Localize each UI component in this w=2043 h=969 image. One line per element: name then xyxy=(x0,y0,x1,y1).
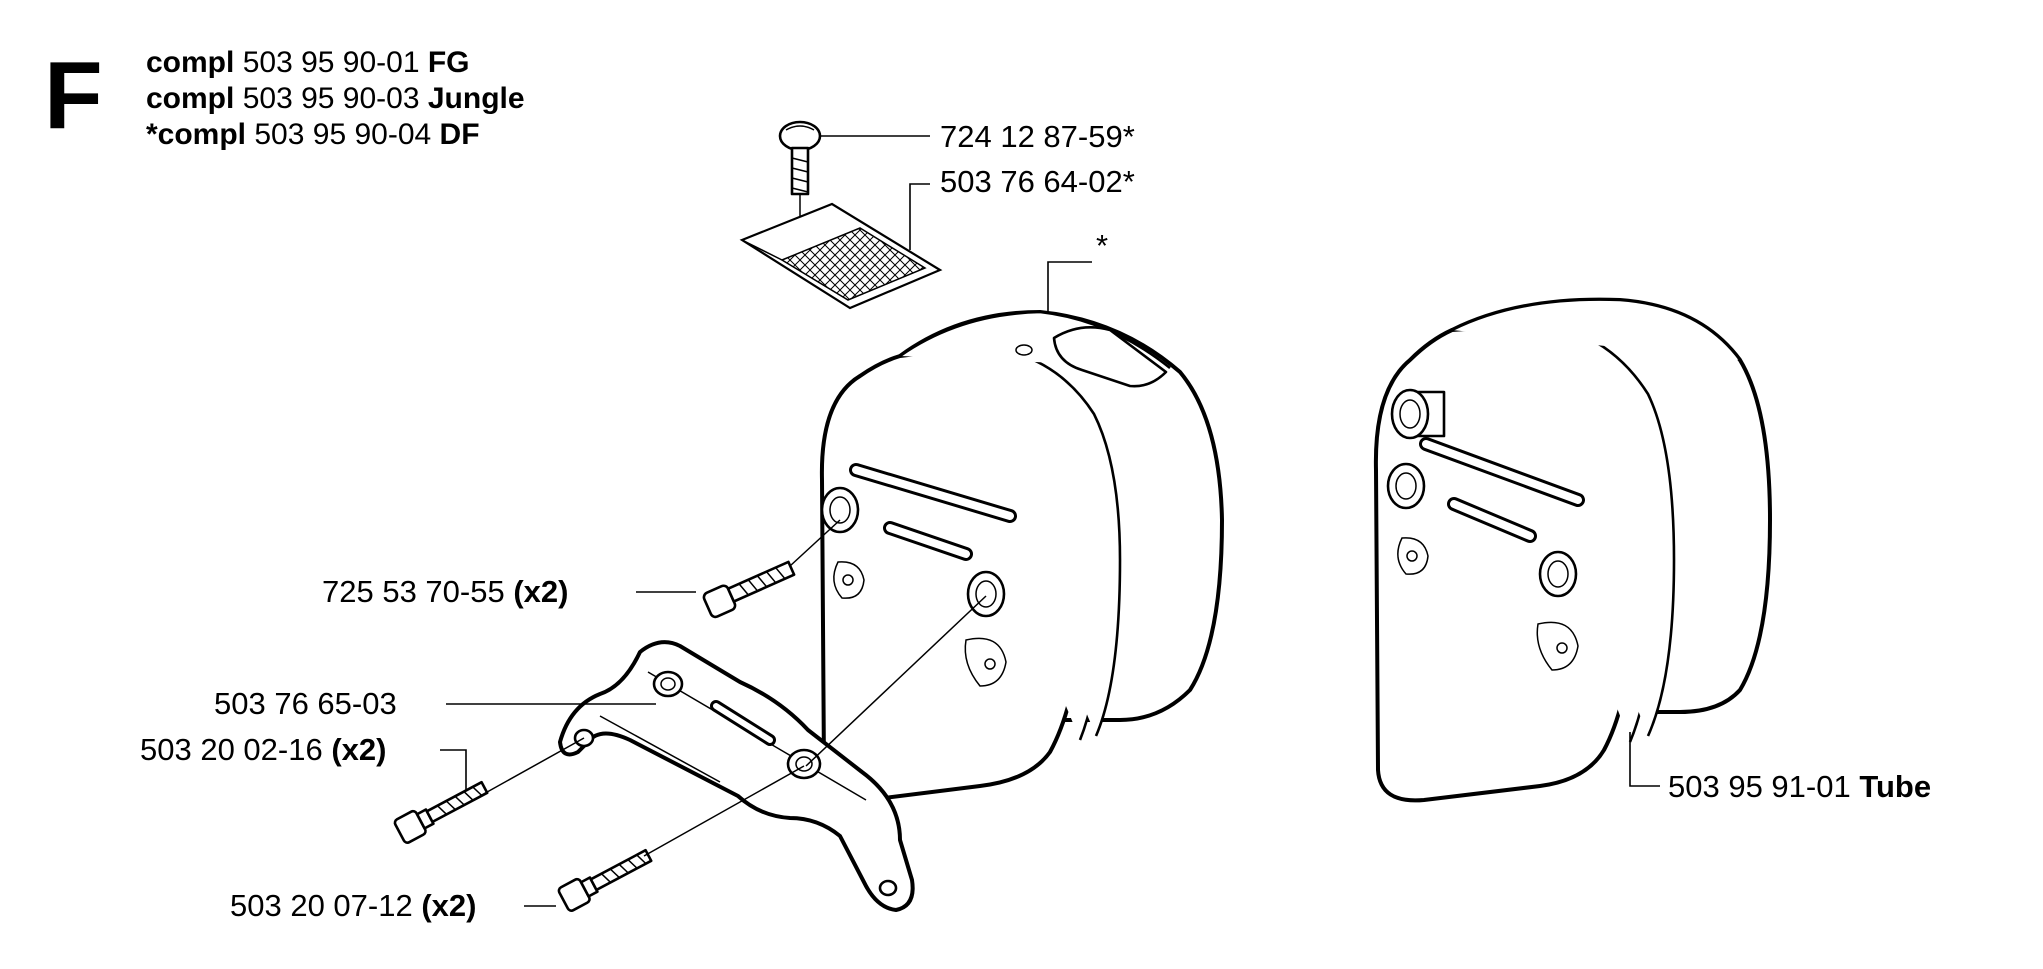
spark-screen-drawing xyxy=(739,202,943,310)
muffler-main-drawing xyxy=(819,310,1224,803)
section-letter: F xyxy=(44,42,103,149)
leader-spark-screen xyxy=(909,183,930,250)
muffler-tube-drawing xyxy=(1373,297,1772,803)
bolt-lower-drawing xyxy=(557,848,653,912)
screw-muffler-drawing xyxy=(702,560,796,619)
label-bolt-upper: 503 20 02-16 (x2) xyxy=(140,732,386,767)
leader-screw-path xyxy=(789,519,841,567)
leader-bolt-upper-path xyxy=(479,737,585,797)
label-screw-top: 724 12 87-59* xyxy=(940,119,1135,154)
label-spark-screen: 503 76 64-02* xyxy=(940,164,1135,199)
label-bracket: 503 76 65-03 xyxy=(214,686,397,721)
header-line-3: *compl 503 95 90-04 DF xyxy=(146,118,480,151)
bolt-upper-drawing xyxy=(393,780,489,844)
leader-bracket-to-muffler xyxy=(805,595,987,767)
leader-muffler-tube xyxy=(1629,732,1660,787)
label-muffler-tube: 503 95 91-01 Tube xyxy=(1668,769,1931,804)
label-screw-muffler: 725 53 70-55 (x2) xyxy=(322,574,568,609)
label-bolt-lower: 503 20 07-12 (x2) xyxy=(230,888,476,923)
header-line-2: compl 503 95 90-03 Jungle xyxy=(146,82,525,115)
label-asterisk: * xyxy=(1096,228,1108,263)
leader-bolt-upper xyxy=(440,749,467,790)
header-line-1: compl 503 95 90-01 FG xyxy=(146,46,470,79)
leader-bolt-lower-path xyxy=(643,765,805,857)
